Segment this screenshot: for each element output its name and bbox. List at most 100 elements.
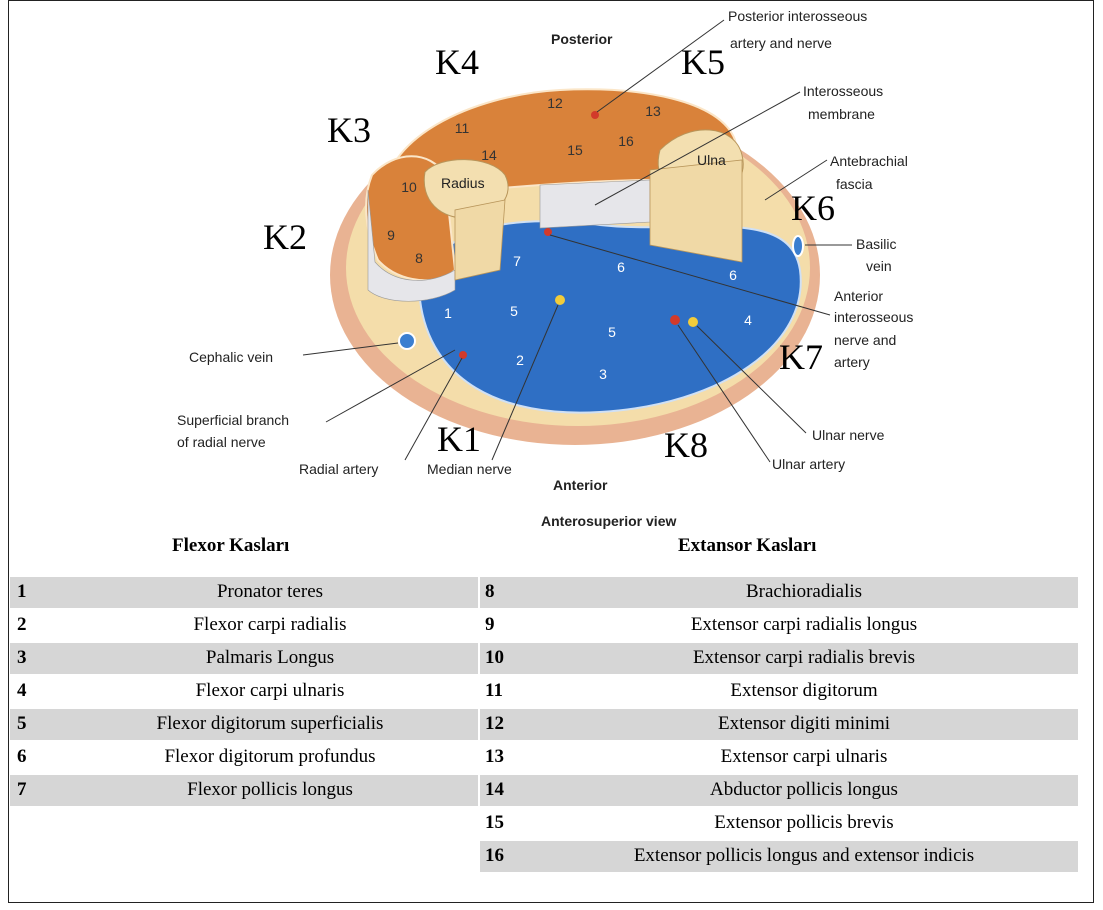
- row-name: Extensor pollicis longus and extensor in…: [530, 845, 1078, 867]
- row-name: Extensor carpi ulnaris: [530, 746, 1078, 768]
- muscle-num-5b: 5: [608, 324, 616, 340]
- compartment-label-k2: K2: [263, 217, 307, 257]
- row-number: 14: [485, 779, 504, 801]
- compartment-label-k3: K3: [327, 110, 371, 150]
- muscle-num-3: 3: [599, 366, 607, 382]
- row-name: Abductor pollicis longus: [530, 779, 1078, 801]
- muscle-num-13: 13: [645, 103, 661, 119]
- row-number: 4: [17, 680, 27, 702]
- muscle-num-8: 8: [415, 250, 423, 266]
- compartment-label-k1: K1: [437, 419, 481, 459]
- row-number: 9: [485, 614, 495, 636]
- row-number: 5: [17, 713, 27, 735]
- row-name: Flexor carpi ulnaris: [70, 680, 470, 702]
- callout-basilic-1: Basilic: [856, 236, 896, 252]
- row-name: Extensor carpi radialis longus: [530, 614, 1078, 636]
- table-row: 12 Extensor digiti minimi: [480, 709, 1078, 740]
- muscle-num-9: 9: [387, 227, 395, 243]
- callout-basilic-2: vein: [866, 258, 892, 274]
- row-number: 12: [485, 713, 504, 735]
- row-name: Extensor digiti minimi: [530, 713, 1078, 735]
- muscle-num-11: 11: [455, 120, 470, 136]
- ulna-label: Ulna: [697, 152, 726, 168]
- row-number: 16: [485, 845, 504, 867]
- table-row: 2 Flexor carpi radialis: [10, 610, 478, 641]
- orientation-anterior: Anterior: [553, 477, 608, 493]
- callout-interosseous-1: Interosseous: [803, 83, 883, 99]
- row-name: Extensor carpi radialis brevis: [530, 647, 1078, 669]
- table-row: 5 Flexor digitorum superficialis: [10, 709, 478, 740]
- ulnar-nerve-dot: [688, 317, 698, 327]
- row-name: Extensor pollicis brevis: [530, 812, 1078, 834]
- row-number: 7: [17, 779, 27, 801]
- ulnar-artery-dot: [670, 315, 680, 325]
- table-row: 4 Flexor carpi ulnaris: [10, 676, 478, 707]
- callout-post-interosseous-1: Posterior interosseous: [728, 8, 867, 24]
- table-row: 15 Extensor pollicis brevis: [480, 808, 1078, 839]
- muscle-num-10: 10: [401, 179, 417, 195]
- table-row: 10 Extensor carpi radialis brevis: [480, 643, 1078, 674]
- callout-ant-interosseous-4: artery: [834, 354, 870, 370]
- row-name: Extensor digitorum: [530, 680, 1078, 702]
- callout-ulnar-artery: Ulnar artery: [772, 456, 845, 472]
- row-number: 10: [485, 647, 504, 669]
- view-label: Anterosuperior view: [541, 513, 676, 529]
- cut-face-membrane: [540, 180, 650, 228]
- radius-label: Radius: [441, 175, 485, 191]
- radial-artery-dot: [459, 351, 467, 359]
- compartment-label-k5: K5: [681, 42, 725, 82]
- muscle-num-2: 2: [516, 352, 524, 368]
- table-row: 14 Abductor pollicis longus: [480, 775, 1078, 806]
- muscle-num-12: 12: [547, 95, 563, 111]
- callout-antebrachial-2: fascia: [836, 176, 873, 192]
- row-number: 6: [17, 746, 27, 768]
- basilic-vein-dot: [793, 236, 803, 256]
- muscle-num-16: 16: [618, 133, 634, 149]
- table-row: 16 Extensor pollicis longus and extensor…: [480, 841, 1078, 872]
- table-row: 11 Extensor digitorum: [480, 676, 1078, 707]
- row-number: 13: [485, 746, 504, 768]
- muscle-num-14: 14: [481, 147, 497, 163]
- callout-radial-artery: Radial artery: [299, 461, 378, 477]
- row-name: Brachioradialis: [530, 581, 1078, 603]
- muscle-num-5a: 5: [510, 303, 518, 319]
- table-row: 1 Pronator teres: [10, 577, 478, 608]
- orientation-posterior: Posterior: [551, 31, 613, 47]
- compartment-label-k8: K8: [664, 425, 708, 465]
- post-interosseous-dot: [591, 111, 599, 119]
- muscle-num-1: 1: [444, 305, 452, 321]
- flexor-header: Flexor Kasları: [172, 535, 289, 563]
- muscle-num-6b: 6: [729, 267, 737, 283]
- compartment-label-k4: K4: [435, 42, 479, 82]
- callout-ant-interosseous-3: nerve and: [834, 332, 896, 348]
- callout-post-interosseous-2: artery and nerve: [730, 35, 832, 51]
- table-row: 8 Brachioradialis: [480, 577, 1078, 608]
- callout-interosseous-2: membrane: [808, 106, 875, 122]
- table-row: 3 Palmaris Longus: [10, 643, 478, 674]
- callout-superficial-2: of radial nerve: [177, 434, 266, 450]
- muscle-num-7: 7: [513, 253, 521, 269]
- callout-ant-interosseous-2: interosseous: [834, 309, 913, 325]
- table-row: 9 Extensor carpi radialis longus: [480, 610, 1078, 641]
- row-number: 8: [485, 581, 495, 603]
- compartment-label-k6: K6: [791, 188, 835, 228]
- callout-median-nerve: Median nerve: [427, 461, 512, 477]
- muscle-num-15: 15: [567, 142, 583, 158]
- row-name: Palmaris Longus: [70, 647, 470, 669]
- callout-ant-interosseous-1: Anterior: [834, 288, 883, 304]
- ulna-shaft: [650, 160, 742, 262]
- callout-antebrachial-1: Antebrachial: [830, 153, 908, 169]
- callout-cephalic: Cephalic vein: [189, 349, 273, 365]
- row-name: Pronator teres: [70, 581, 470, 603]
- extensor-header: Extansor Kasları: [678, 535, 816, 563]
- table-row: 6 Flexor digitorum profundus: [10, 742, 478, 773]
- forearm-cross-section-figure: 1 2 3 4 5 5 6 6 7 8 9 10 11 12 13 14 15 …: [0, 0, 1103, 530]
- radius-shaft: [455, 200, 505, 280]
- cephalic-vein-dot: [399, 333, 415, 349]
- table-row: 13 Extensor carpi ulnaris: [480, 742, 1078, 773]
- muscle-num-6a: 6: [617, 259, 625, 275]
- table-row: 7 Flexor pollicis longus: [10, 775, 478, 806]
- row-name: Flexor digitorum superficialis: [70, 713, 470, 735]
- compartment-label-k7: K7: [779, 337, 823, 377]
- row-number: 2: [17, 614, 27, 636]
